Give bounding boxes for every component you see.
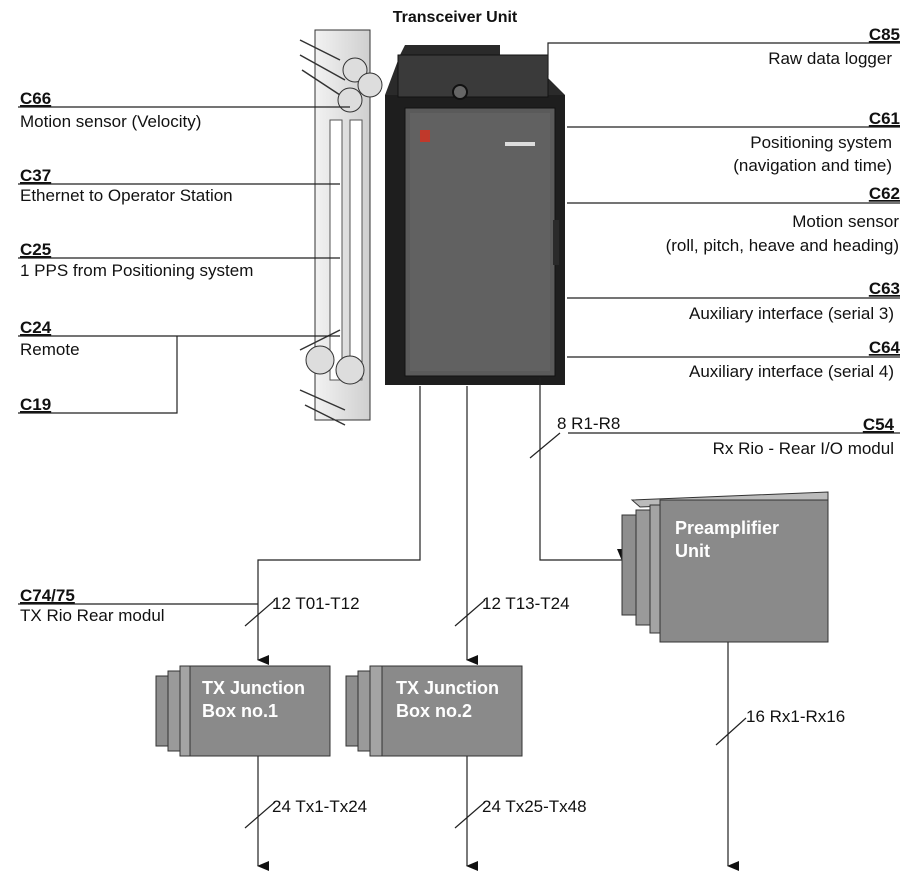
desc-c24: Remote	[20, 340, 80, 359]
mounting-rails	[299, 29, 383, 426]
tx-junction-box-2: TX Junction Box no.2	[345, 665, 523, 757]
label-c54: C54	[863, 415, 895, 434]
tx1-title-line2: Box no.1	[202, 701, 278, 721]
desc-c25: 1 PPS from Positioning system	[20, 261, 253, 280]
cable-tx2-out: 24 Tx25-Tx48	[482, 797, 587, 816]
cable-rx-out: 16 Rx1-Rx16	[746, 707, 845, 726]
desc-c54: Rx Rio - Rear I/O modul	[713, 439, 894, 458]
diagram-title: Transceiver Unit	[393, 9, 518, 26]
label-c85: C85	[869, 25, 900, 44]
tx2-title-line2: Box no.2	[396, 701, 472, 721]
desc-c64: Auxiliary interface (serial 4)	[689, 362, 894, 381]
left-leaders	[18, 106, 350, 605]
label-c62: C62	[869, 184, 900, 203]
label-c64: C64	[869, 338, 901, 357]
signal-lines	[244, 378, 747, 871]
label-c25: C25	[20, 240, 51, 259]
preamp-title-line1: Preamplifier	[675, 518, 779, 538]
desc-c61-line2: (navigation and time)	[733, 156, 892, 175]
desc-c85: Raw data logger	[768, 49, 892, 68]
cable-tx1-in: 12 T01-T12	[272, 594, 360, 613]
desc-c74-75: TX Rio Rear modul	[20, 606, 165, 625]
label-c24: C24	[20, 318, 52, 337]
label-c63: C63	[869, 279, 900, 298]
cable-rx-in: 8 R1-R8	[557, 414, 620, 433]
preamp-title-line2: Unit	[675, 541, 710, 561]
transceiver-cabinet	[385, 45, 565, 385]
desc-c66: Motion sensor (Velocity)	[20, 112, 201, 131]
right-leaders	[547, 42, 900, 434]
desc-c62-line1: Motion sensor	[792, 212, 899, 231]
label-c61: C61	[869, 109, 900, 128]
label-c19: C19	[20, 395, 51, 414]
desc-c61-line1: Positioning system	[750, 133, 892, 152]
tx-junction-box-1: TX Junction Box no.1	[155, 665, 331, 757]
desc-c62-line2: (roll, pitch, heave and heading)	[666, 236, 899, 255]
label-c74-75: C74/75	[20, 586, 75, 605]
cable-tx1-out: 24 Tx1-Tx24	[272, 797, 367, 816]
desc-c37: Ethernet to Operator Station	[20, 186, 233, 205]
tx2-title-line1: TX Junction	[396, 678, 499, 698]
preamplifier-unit: Preamplifier Unit	[621, 491, 829, 643]
tx1-title-line1: TX Junction	[202, 678, 305, 698]
label-c37: C37	[20, 166, 51, 185]
desc-c63: Auxiliary interface (serial 3)	[689, 304, 894, 323]
label-c66: C66	[20, 89, 51, 108]
cable-tx2-in: 12 T13-T24	[482, 594, 570, 613]
